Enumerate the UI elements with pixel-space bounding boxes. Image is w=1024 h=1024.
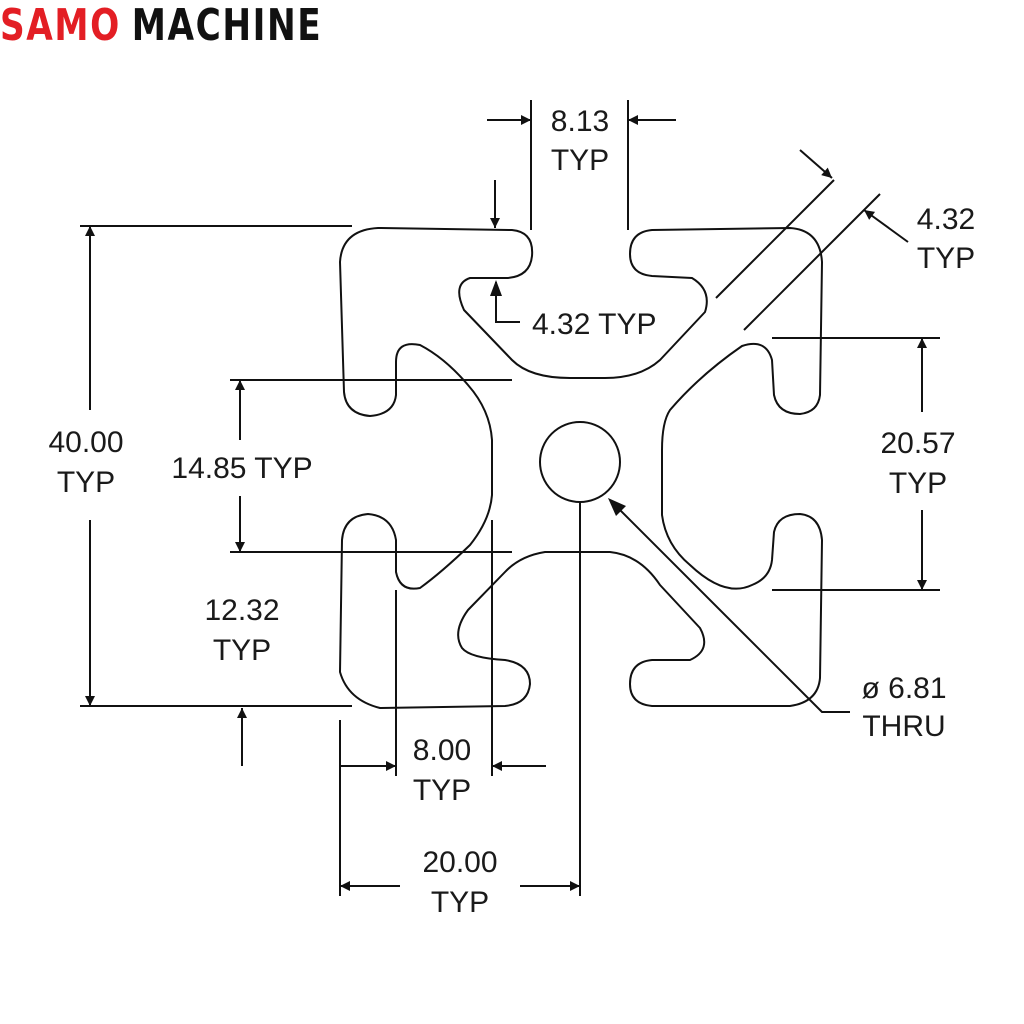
brand-name-part2: MACHINE xyxy=(131,0,323,51)
dim-flange-value: 12.32 xyxy=(204,594,279,627)
dim-flange-note: TYP xyxy=(213,634,271,667)
dim-arrowhead xyxy=(608,498,626,516)
dim-slot-lip-value: 4.32 TYP xyxy=(532,308,657,341)
ext-line xyxy=(743,193,881,331)
dim-center-hole-note: THRU xyxy=(862,710,945,743)
dim-inner-slot-height-value: 14.85 TYP xyxy=(171,452,312,485)
dim-slot-width-note: TYP xyxy=(413,774,471,807)
brand-name-part1: SAMO xyxy=(0,0,121,51)
dim-arrowhead xyxy=(490,280,502,296)
dim-corner-gap-note: TYP xyxy=(917,242,975,275)
ext-line xyxy=(715,179,835,299)
dim-slot-span-value: 20.57 xyxy=(880,427,955,460)
center-hole xyxy=(539,421,621,503)
dim-overall-height-value: 40.00 xyxy=(48,426,123,459)
dim-arrow xyxy=(863,209,909,243)
dim-arrow xyxy=(799,149,833,179)
dim-slot-width-value: 8.00 xyxy=(413,734,471,767)
dim-half-width-value: 20.00 xyxy=(422,846,497,879)
dim-center-hole-value: ø 6.81 xyxy=(861,672,946,705)
dim-slot-opening-note: TYP xyxy=(551,144,609,177)
leader-line xyxy=(495,282,520,323)
leader-line xyxy=(611,501,850,713)
dim-corner-gap-value: 4.32 xyxy=(917,203,975,236)
dim-half-width-note: TYP xyxy=(431,886,489,919)
dim-slot-opening-value: 8.13 xyxy=(551,105,609,138)
dim-overall-height-note: TYP xyxy=(57,466,115,499)
dim-slot-span-note: TYP xyxy=(889,467,947,500)
